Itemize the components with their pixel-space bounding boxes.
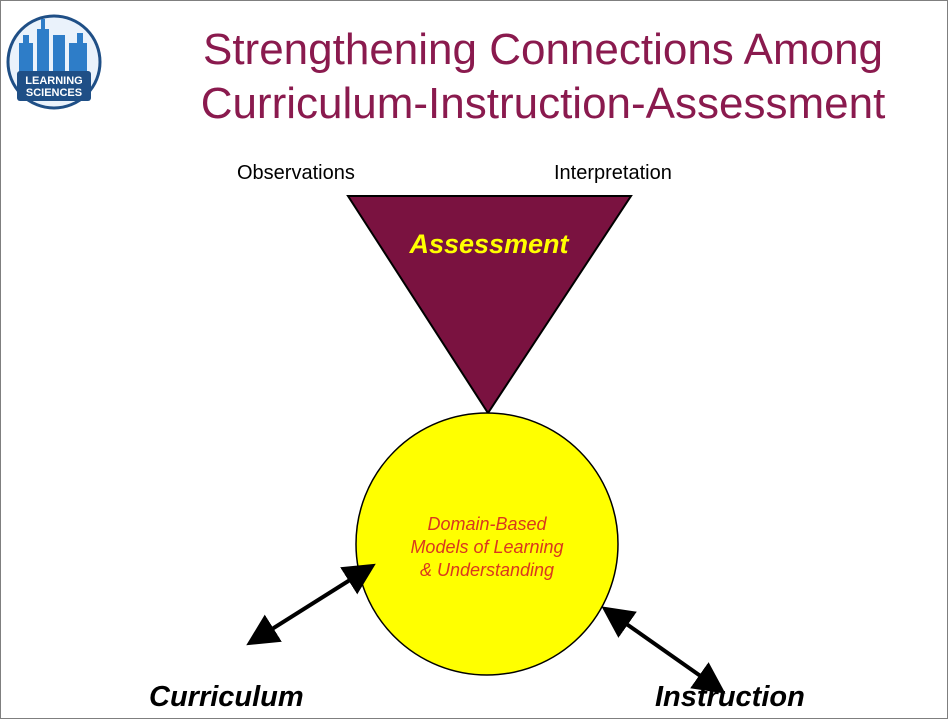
- curriculum-arrow: [246, 563, 376, 646]
- assessment-label: Assessment: [409, 229, 569, 259]
- instruction-arrow: [601, 606, 726, 694]
- logo-text-line1: LEARNING: [25, 75, 82, 87]
- slide-title: Strengthening Connections Among Curricul…: [163, 23, 923, 131]
- domain-models-circle: [355, 412, 619, 676]
- curriculum-label: Curriculum: [149, 681, 304, 713]
- title-line-2: Curriculum-Instruction-Assessment: [200, 79, 886, 128]
- observations-label: Observations: [237, 162, 355, 184]
- circle-line-1: Domain-Based: [427, 514, 547, 534]
- circle-line-3: & Understanding: [419, 560, 555, 580]
- learning-sciences-logo-icon: LEARNING SCIENCES: [6, 14, 102, 110]
- interpretation-label: Interpretation: [554, 162, 672, 184]
- domain-models-text: Domain-Based Models of Learning & Unders…: [371, 513, 603, 582]
- instruction-label: Instruction: [655, 681, 805, 713]
- assessment-triangle: [346, 195, 633, 415]
- circle-line-2: Models of Learning: [410, 537, 564, 557]
- title-line-1: Strengthening Connections Among: [202, 25, 884, 74]
- logo-text-line2: SCIENCES: [26, 87, 82, 99]
